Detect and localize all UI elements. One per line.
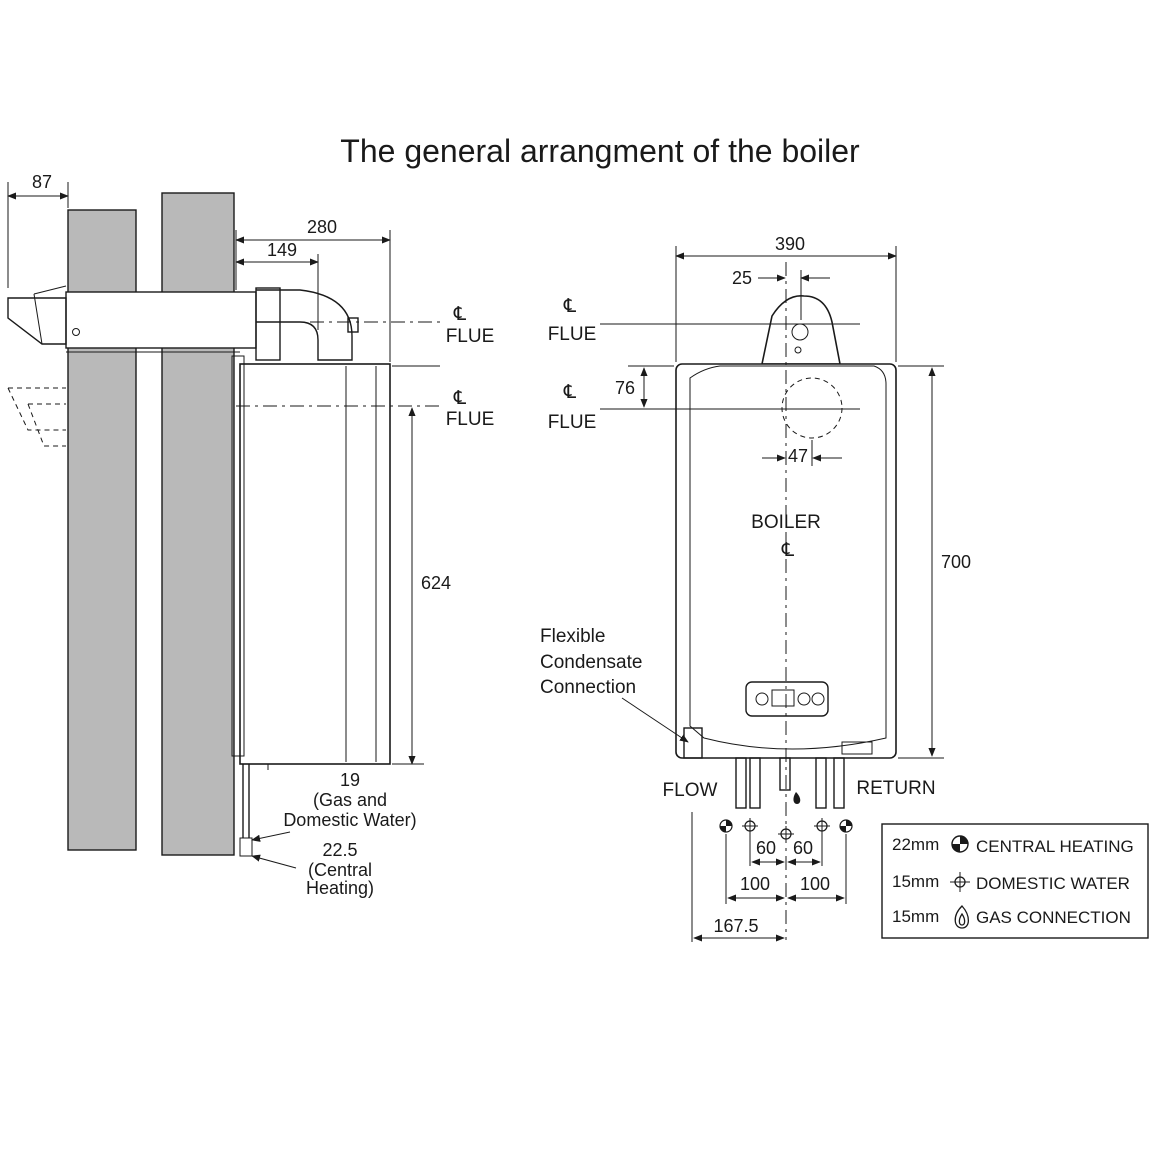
dim-height-side: 624 (421, 573, 451, 593)
diagram-title: The general arrangment of the boiler (340, 133, 860, 169)
dim-ch-note: Heating) (306, 878, 374, 898)
flue-label-top-front: FLUE (548, 324, 597, 345)
boiler-side-body (239, 363, 391, 765)
dim-pipe-60-right: 60 (793, 838, 813, 858)
rear-flue-outline (781, 377, 843, 439)
legend-label: GAS CONNECTION (976, 908, 1131, 927)
central-heating-icon (719, 819, 733, 833)
dim-ch-note: (Central (308, 860, 372, 880)
domestic-water-icon (950, 872, 970, 892)
cl-symbol: ℄ (781, 540, 795, 561)
flue-front-elbow (761, 295, 841, 365)
cl-symbol: ℄ (563, 296, 577, 317)
flue-elbow (256, 289, 353, 361)
flue-terminal-alt (7, 387, 66, 447)
condensate-label: Condensate (540, 652, 642, 673)
control-panel (745, 681, 829, 717)
dim-flue-offset-rear: 47 (788, 446, 808, 466)
legend-label: DOMESTIC WATER (976, 874, 1130, 893)
dim-pipe-167: 167.5 (713, 916, 758, 936)
legend: 22mm CENTRAL HEATING 15mm DOMESTIC WATER… (881, 823, 1149, 939)
legend-size: 22mm (892, 835, 939, 854)
dim-flue-centre: 149 (267, 240, 297, 260)
dim-pipe-100-right: 100 (800, 874, 830, 894)
dim-ch: 22.5 (322, 840, 357, 860)
legend-label: CENTRAL HEATING (976, 837, 1134, 856)
legend-size: 15mm (892, 872, 939, 891)
cl-symbol: ℄ (453, 304, 467, 325)
dim-flue-drop: 76 (615, 378, 635, 398)
pipe-flow (735, 757, 747, 809)
pipe-return (833, 757, 845, 809)
legend-box (881, 823, 1149, 939)
cl-symbol: ℄ (563, 382, 577, 403)
domestic-water-icon (742, 818, 758, 834)
dim-width: 390 (775, 234, 805, 254)
cl-symbol: ℄ (453, 388, 467, 409)
dim-wall-projection: 87 (32, 172, 52, 192)
dim-gas-dw-note: (Gas and (313, 790, 387, 810)
gas-flame-icon (954, 905, 970, 929)
flue-label-top: FLUE (446, 326, 495, 347)
flue-label-rear-front: FLUE (548, 412, 597, 433)
condensate-label: Connection (540, 677, 636, 698)
dim-gas-dw: 19 (340, 770, 360, 790)
flue-duct (65, 291, 257, 349)
dim-gas-dw-note: Domestic Water) (283, 810, 416, 830)
flow-label: FLOW (663, 780, 718, 801)
side-view: 87 280 149 ℄ FLUE ℄ FLUE 624 19 (Gas and… (7, 172, 495, 898)
central-heating-icon (839, 819, 853, 833)
flue-terminal (7, 297, 67, 345)
dim-height-front: 700 (941, 552, 971, 572)
legend-size: 15mm (892, 907, 939, 926)
gas-flame-small-icon (793, 792, 801, 804)
dim-flue-total: 280 (307, 217, 337, 237)
condensate-label: Flexible (540, 626, 605, 647)
domestic-water-icon (814, 818, 830, 834)
boiler-label: BOILER (751, 512, 821, 533)
flue-label-rear: FLUE (446, 409, 495, 430)
front-view: 390 25 ℄ FLUE ℄ FLUE 76 47 BOILER ℄ 700 … (540, 234, 971, 942)
central-heating-icon (951, 835, 969, 853)
dim-pipe-100-left: 100 (740, 874, 770, 894)
dim-pipe-60-left: 60 (756, 838, 776, 858)
dim-flue-offset: 25 (732, 268, 752, 288)
return-label: RETURN (856, 778, 935, 799)
